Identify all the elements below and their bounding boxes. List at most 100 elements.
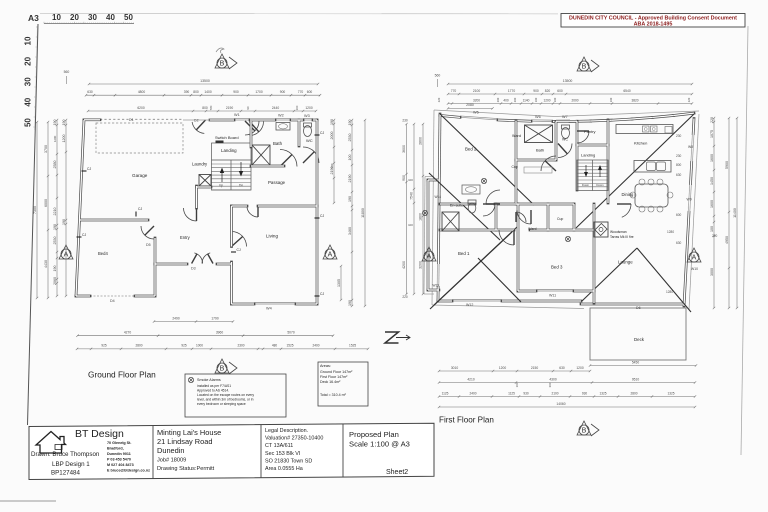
svg-text:13500: 13500 [563, 79, 573, 83]
svg-text:installed as per F7/AS1: installed as per F7/AS1 [197, 384, 231, 388]
svg-text:190: 190 [330, 119, 334, 125]
svg-text:1325: 1325 [667, 391, 674, 395]
svg-text:Down: Down [596, 183, 604, 187]
svg-text:100: 100 [408, 223, 413, 227]
svg-text:100: 100 [348, 155, 352, 161]
svg-text:1200: 1200 [305, 106, 313, 110]
svg-text:1770: 1770 [508, 89, 516, 93]
svg-text:1125: 1125 [508, 391, 515, 395]
svg-text:900: 900 [533, 89, 539, 93]
svg-text:100: 100 [710, 226, 714, 232]
svg-text:B: B [582, 428, 587, 435]
svg-text:1400: 1400 [204, 90, 212, 94]
svg-text:Located on the escape routes o: Located on the escape routes on every [197, 393, 254, 397]
svg-text:820: 820 [545, 89, 551, 93]
svg-text:50: 50 [124, 13, 133, 22]
svg-text:400: 400 [503, 98, 509, 102]
svg-text:1325: 1325 [599, 391, 606, 395]
svg-text:1200: 1200 [62, 135, 66, 143]
svg-text:1700: 1700 [255, 90, 263, 94]
svg-text:1600: 1600 [710, 154, 714, 162]
svg-text:Dn: Dn [239, 184, 243, 188]
svg-text:925: 925 [101, 344, 107, 348]
svg-text:CJ: CJ [82, 233, 86, 237]
svg-text:Ground Floor 147m²: Ground Floor 147m² [320, 370, 353, 374]
svg-text:190: 190 [348, 120, 352, 126]
svg-text:Passage: Passage [268, 180, 286, 185]
svg-text:Scale 1:100 @ A3: Scale 1:100 @ A3 [349, 440, 410, 449]
svg-text:First Floor Plan: First Floor Plan [439, 416, 494, 425]
svg-text:21 Lindsay Road: 21 Lindsay Road [157, 437, 212, 446]
svg-text:WC: WC [306, 138, 313, 143]
svg-text:5070: 5070 [287, 331, 295, 335]
svg-text:2800: 2800 [418, 137, 422, 145]
svg-text:2210: 2210 [53, 208, 57, 216]
svg-text:190: 190 [62, 120, 66, 126]
svg-text:Job# 18009: Job# 18009 [157, 458, 186, 464]
svg-text:900: 900 [233, 90, 239, 94]
svg-text:Tarras Mk III fire: Tarras Mk III fire [610, 235, 634, 239]
svg-text:770: 770 [298, 90, 304, 94]
svg-text:2490: 2490 [172, 316, 180, 320]
svg-text:Ward: Ward [528, 227, 536, 231]
svg-text:1525: 1525 [286, 344, 293, 348]
svg-text:770: 770 [451, 89, 457, 93]
svg-text:2190: 2190 [226, 106, 234, 110]
svg-text:Switch Board: Switch Board [215, 135, 239, 140]
svg-text:480: 480 [272, 344, 278, 348]
svg-text:W7: W7 [562, 115, 568, 119]
svg-text:1525: 1525 [349, 344, 356, 348]
svg-text:2530: 2530 [53, 237, 57, 245]
svg-text:14060: 14060 [556, 402, 565, 406]
svg-text:2400: 2400 [312, 344, 319, 348]
svg-text:7300: 7300 [33, 206, 37, 214]
svg-text:ABA 2018-1495: ABA 2018-1495 [634, 22, 673, 28]
svg-text:W6: W6 [535, 115, 541, 119]
svg-text:20: 20 [70, 13, 79, 22]
svg-text:2190: 2190 [348, 175, 352, 183]
svg-text:6000: 6000 [44, 199, 48, 207]
svg-text:220: 220 [710, 117, 714, 123]
svg-text:D1: D1 [129, 118, 134, 122]
svg-text:4800: 4800 [138, 90, 146, 94]
svg-text:2800: 2800 [135, 344, 142, 348]
svg-text:3460: 3460 [348, 227, 352, 235]
svg-text:13500: 13500 [200, 79, 210, 83]
svg-text:200: 200 [513, 97, 517, 102]
svg-text:D6: D6 [636, 306, 641, 310]
svg-text:1000: 1000 [196, 344, 203, 348]
svg-text:70 Glenelg St.: 70 Glenelg St. [107, 441, 131, 445]
svg-text:W1: W1 [234, 113, 240, 117]
svg-text:Dunedin 9011: Dunedin 9011 [107, 452, 131, 456]
svg-text:2080: 2080 [466, 103, 474, 107]
svg-text:1280: 1280 [667, 230, 674, 234]
svg-text:1140: 1140 [523, 98, 530, 102]
svg-text:W2: W2 [278, 114, 284, 118]
svg-text:100: 100 [609, 97, 613, 102]
svg-text:230: 230 [402, 119, 408, 123]
svg-text:Dunedin: Dunedin [157, 446, 185, 455]
svg-text:630: 630 [676, 173, 682, 177]
svg-text:10: 10 [24, 36, 33, 45]
svg-text:W13: W13 [433, 284, 440, 288]
svg-text:B: B [220, 366, 225, 373]
svg-text:3700: 3700 [44, 145, 48, 153]
svg-text:930: 930 [582, 391, 588, 395]
svg-text:190: 190 [53, 224, 57, 230]
svg-text:E bruce@btdesign.co.nz: E bruce@btdesign.co.nz [107, 469, 150, 473]
svg-text:CT 13A/611: CT 13A/611 [265, 443, 293, 449]
svg-text:B: B [220, 61, 225, 68]
svg-text:Proposed Plan: Proposed Plan [349, 430, 399, 439]
svg-text:925: 925 [181, 344, 187, 348]
svg-text:220: 220 [712, 234, 718, 238]
svg-text:900: 900 [402, 175, 406, 181]
svg-text:Laundry: Laundry [192, 162, 208, 167]
svg-text:4950: 4950 [725, 236, 729, 244]
svg-text:Woodsman: Woodsman [610, 230, 627, 234]
svg-text:4430: 4430 [44, 260, 48, 268]
svg-text:11400: 11400 [733, 208, 737, 218]
svg-text:2300: 2300 [237, 344, 244, 348]
svg-text:4200: 4200 [402, 261, 406, 269]
svg-text:3200: 3200 [418, 261, 422, 269]
svg-text:Kitchen: Kitchen [634, 141, 647, 146]
